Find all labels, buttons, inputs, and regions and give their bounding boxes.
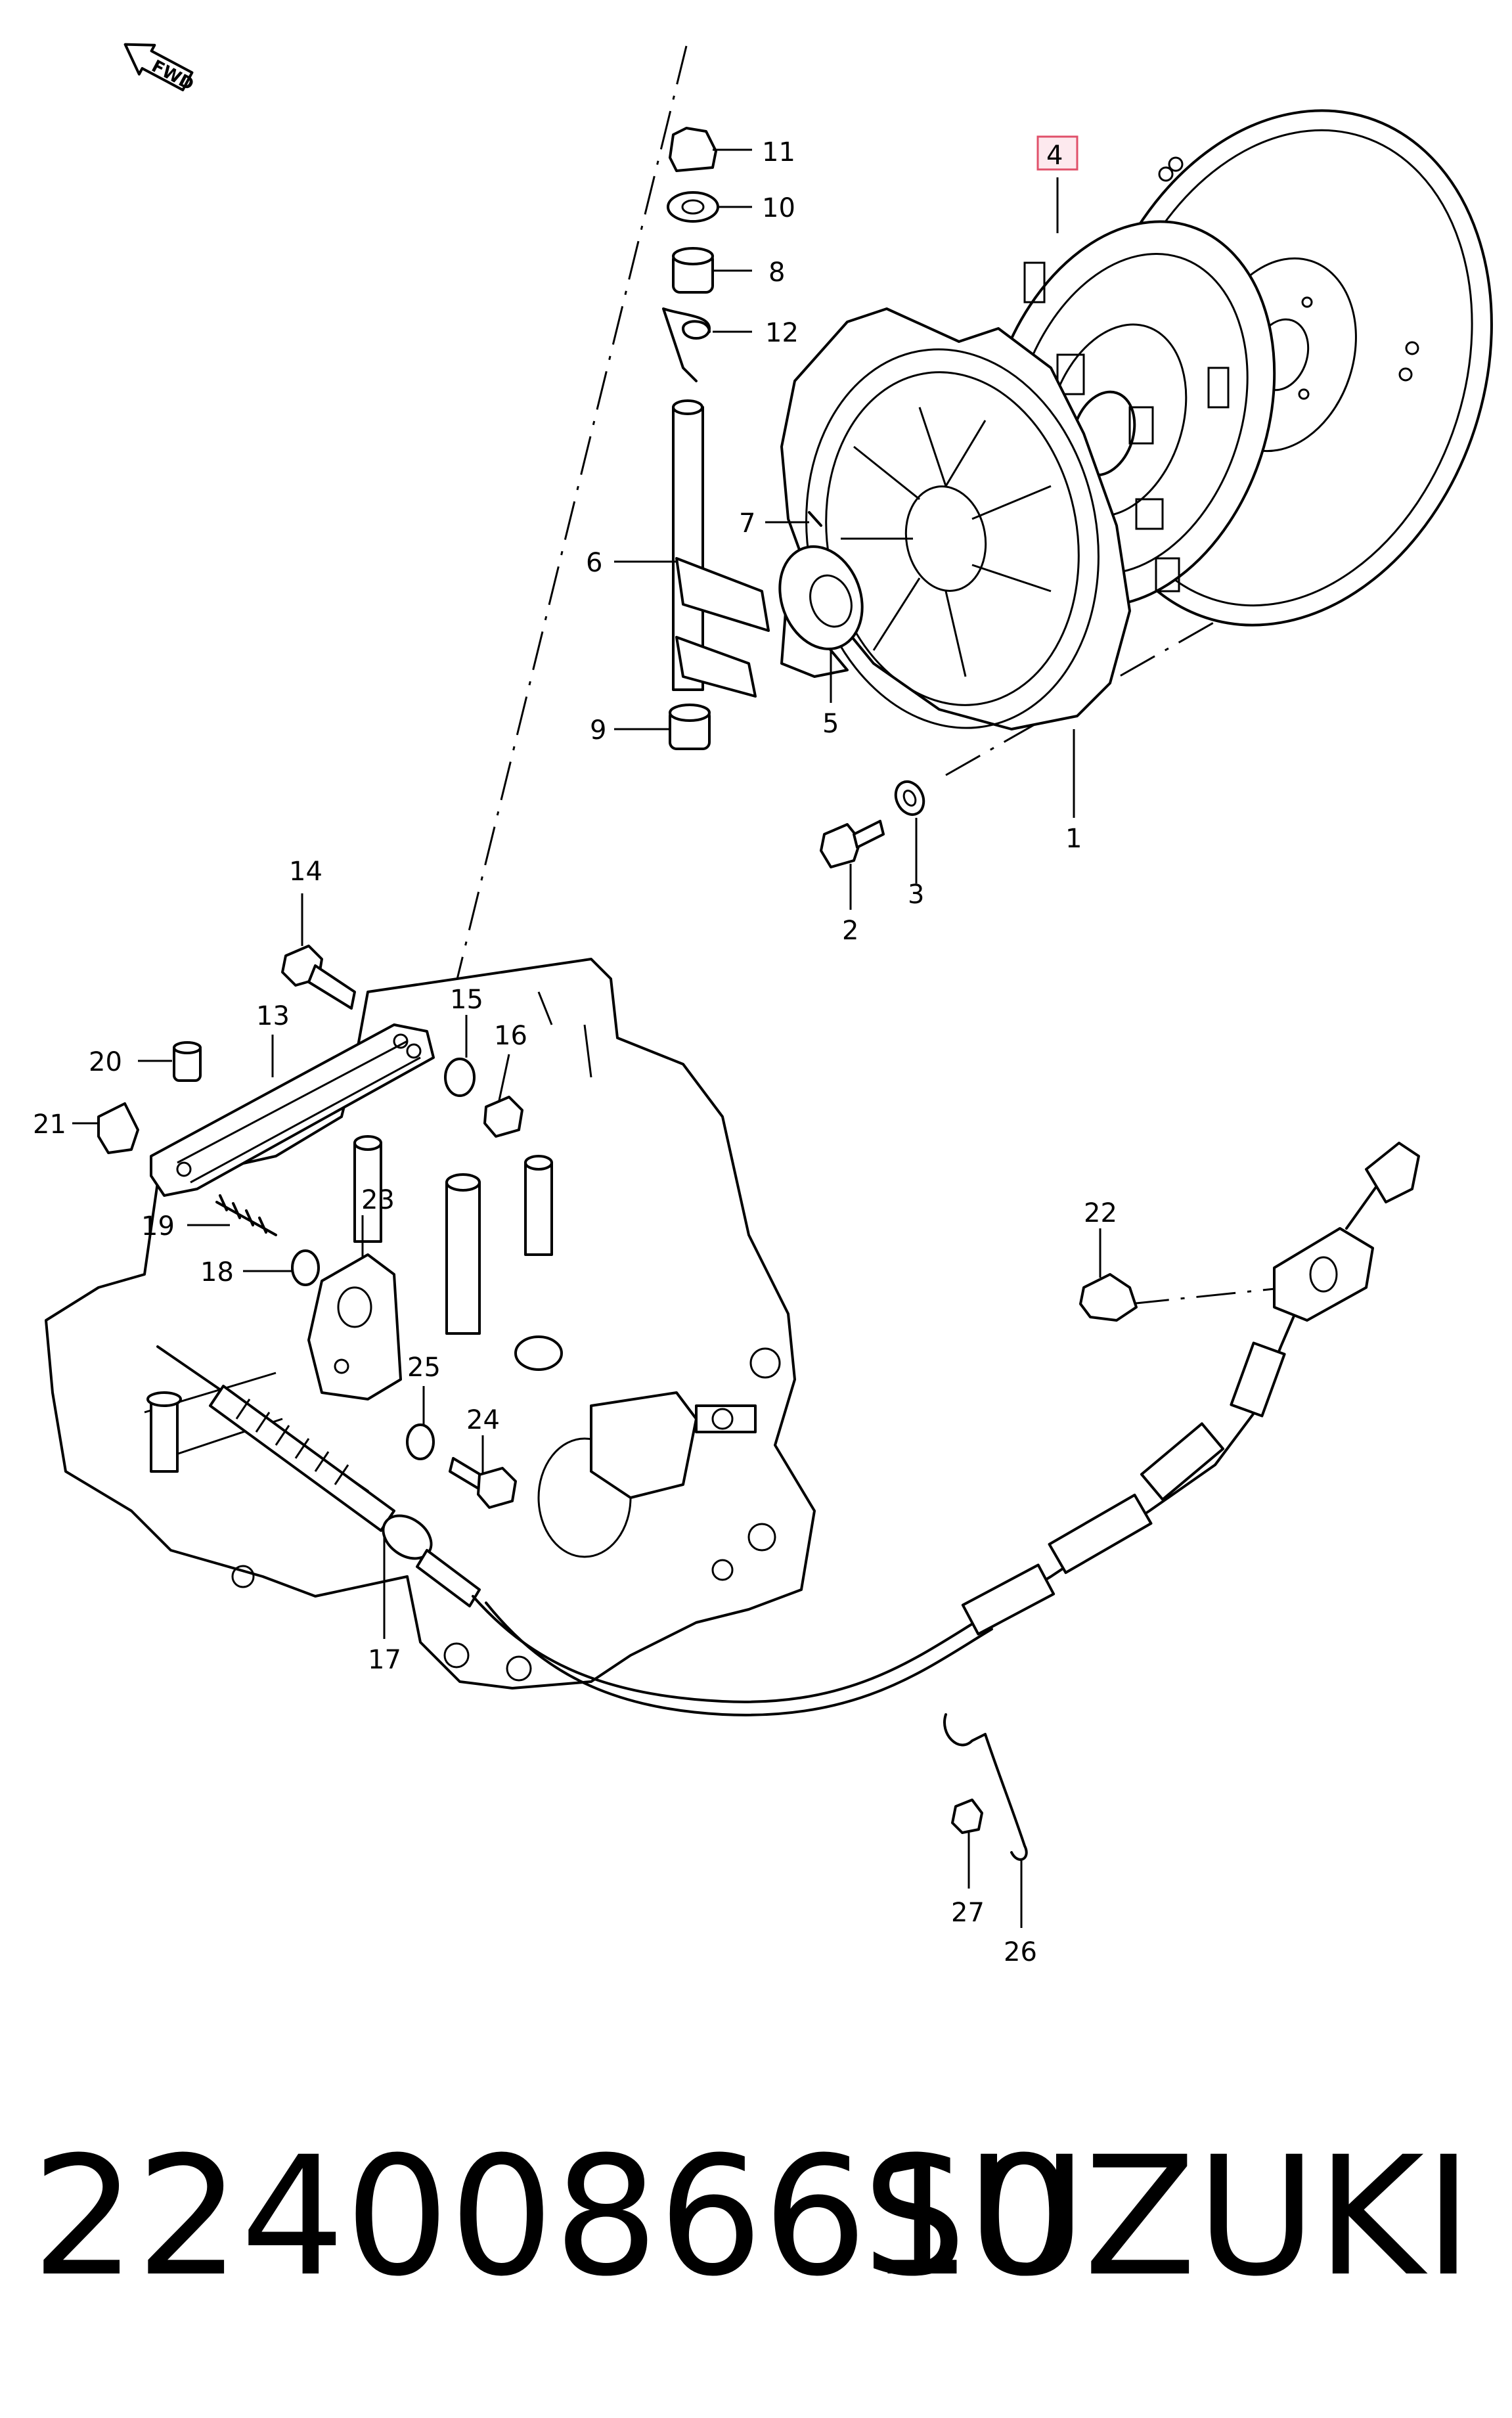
callout-13: 13 (256, 1001, 290, 1031)
callout-4: 4 (1046, 141, 1063, 171)
callout-1: 1 (1065, 824, 1082, 854)
callout-18: 18 (200, 1257, 234, 1287)
callout-22: 22 (1084, 1198, 1117, 1228)
callout-25: 25 (407, 1353, 441, 1383)
pin-20 (173, 1041, 202, 1082)
callout-23: 23 (361, 1185, 395, 1215)
callout-leaders (72, 148, 1101, 1928)
bush-9 (669, 704, 711, 750)
grommet-22 (1079, 1273, 1138, 1322)
callout-6: 6 (586, 548, 602, 578)
callout-21: 21 (33, 1109, 66, 1140)
callout-24: 24 (466, 1405, 500, 1435)
washer-3 (894, 780, 925, 817)
clutch-cover (780, 307, 1131, 730)
release-shaft (672, 399, 770, 698)
callout-8: 8 (768, 257, 785, 288)
brand-name: SUZUKI (862, 2121, 1473, 2312)
bolt-2 (820, 820, 885, 868)
washer-15 (444, 1058, 476, 1097)
callout-14: 14 (289, 857, 322, 887)
nut-16 (483, 1096, 523, 1138)
clip-27 (951, 1799, 983, 1834)
bolt-24 (449, 1457, 517, 1509)
callout-15: 15 (450, 985, 483, 1015)
highlighted-callout-box (1036, 135, 1078, 171)
cable-bracket (150, 1023, 435, 1197)
callout-9: 9 (590, 715, 606, 746)
part-number: 2240086610 (32, 2121, 1077, 2312)
return-spring (662, 307, 711, 382)
callout-17: 17 (368, 1645, 401, 1675)
callout-12: 12 (765, 318, 799, 348)
clamp-23 (307, 1253, 402, 1400)
washer-25 (406, 1423, 435, 1460)
callout-5: 5 (822, 709, 839, 739)
clutch-cable (156, 1142, 1420, 1716)
callout-11: 11 (762, 137, 795, 168)
spring-19 (215, 1194, 277, 1236)
wire-26 (943, 1713, 1028, 1861)
transmission-case (45, 958, 816, 1690)
cap-11 (669, 127, 717, 172)
callout-16: 16 (494, 1021, 527, 1051)
bushing-21 (97, 1102, 139, 1154)
callout-3: 3 (908, 880, 924, 910)
washer-18 (291, 1249, 320, 1286)
callout-2: 2 (842, 916, 858, 946)
oil-seal (667, 191, 719, 223)
callout-labels: 4 11 10 8 12 7 6 9 5 1 2 3 14 13 20 21 1… (33, 135, 1117, 1967)
bolt-14 (281, 945, 356, 1010)
callout-19: 19 (141, 1211, 175, 1242)
callout-26: 26 (1004, 1937, 1037, 1967)
callout-7: 7 (739, 508, 755, 539)
bush-8 (672, 247, 714, 294)
callout-20: 20 (89, 1047, 122, 1077)
exploded-parts-diagram: FWD (33, 43, 1493, 1967)
fwd-arrow-icon: FWD (123, 43, 197, 95)
callout-10: 10 (762, 193, 795, 223)
callout-27: 27 (951, 1898, 985, 1928)
